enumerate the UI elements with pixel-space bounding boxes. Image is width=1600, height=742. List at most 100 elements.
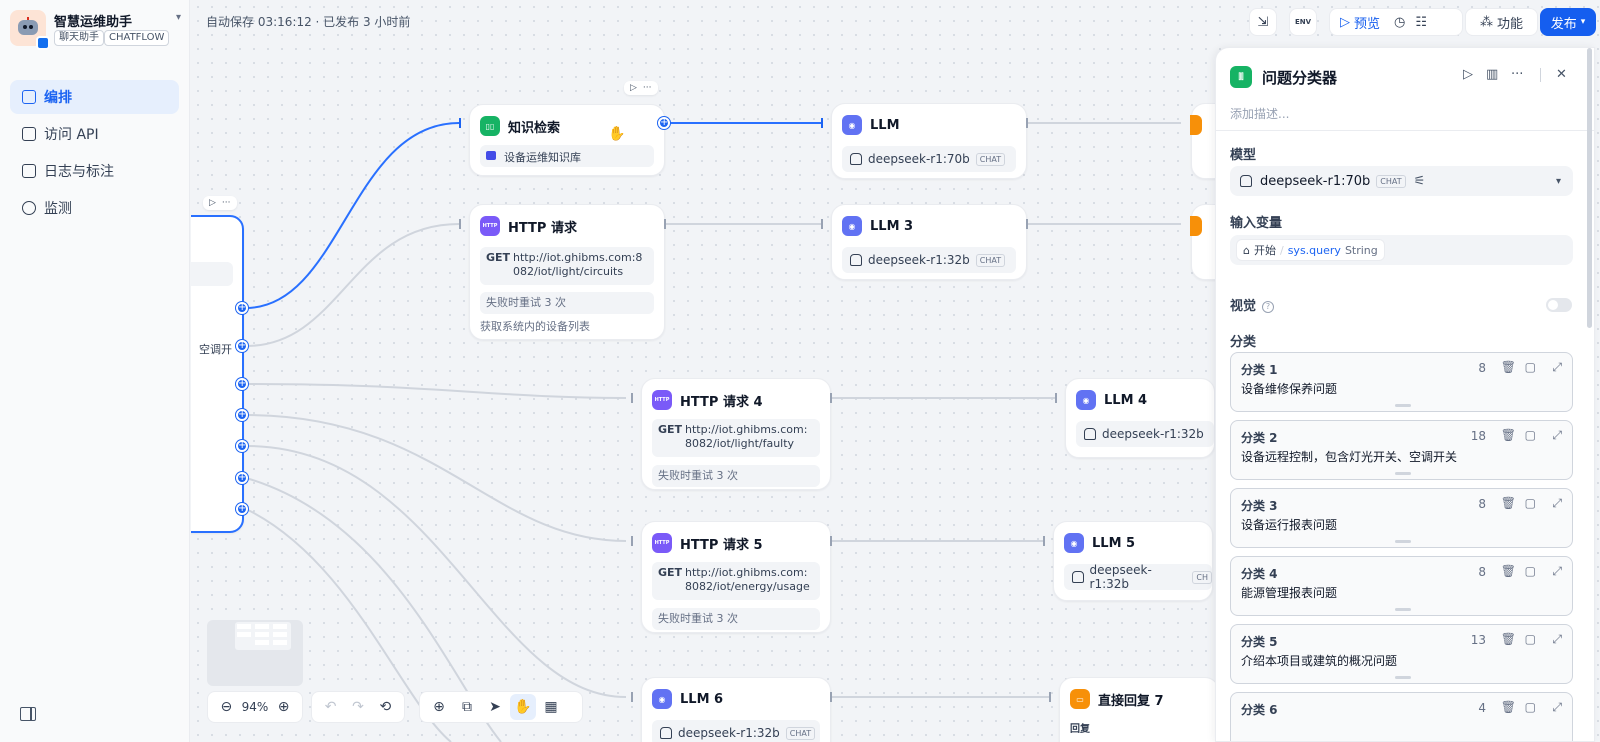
sidebar-item-orchestrate[interactable]: 编排 [10,80,179,114]
description-input[interactable]: 添加描述... [1230,107,1290,121]
class-text[interactable]: 设备维修保养问题 [1241,382,1338,396]
clipboard-icon[interactable]: ▢ [1524,700,1536,714]
zoom-in-icon[interactable]: ⊕ [277,699,290,715]
settings-sliders-icon[interactable]: ⚟ [1413,173,1426,189]
add-node-handle[interactable]: + [236,378,248,390]
organize-icon[interactable]: ▦ [544,699,558,715]
class-item[interactable]: 分类 1 8 🗑 ▢ ⤢ 设备维修保养问题 [1230,352,1573,412]
trash-icon[interactable]: 🗑 [1500,632,1516,646]
more-icon[interactable]: ··· [642,83,652,93]
trash-icon[interactable]: 🗑 [1500,700,1516,714]
class-item[interactable]: 分类 2 18 🗑 ▢ ⤢ 设备远程控制，包含灯光开关、空调开关 [1230,420,1573,480]
clipboard-icon[interactable]: ▢ [1524,632,1536,646]
class-text[interactable]: 设备远程控制，包含灯光开关、空调开关 [1241,450,1458,464]
reply-node[interactable]: ▭直接回复 7 回复 [1059,677,1219,742]
sidebar-item-logs[interactable]: 日志与标注 [10,154,179,188]
hand-cursor-icon: ✋ [608,126,626,142]
panel-scrollbar[interactable] [1587,48,1592,328]
more-icon[interactable]: ··· [221,198,231,208]
class-item[interactable]: 分类 4 8 🗑 ▢ ⤢ 能源管理报表问题 [1230,556,1573,616]
llm-node[interactable]: ◉LLM 4 deepseek-r1:32b [1065,378,1215,458]
model-chip: deepseek-r1:32b [1076,421,1214,447]
class-item[interactable]: 分类 6 4 🗑 ▢ ⤢ [1230,692,1573,741]
publish-button[interactable]: 发布▾ [1540,8,1596,36]
sidebar-item-monitor[interactable]: 监测 [10,191,179,225]
minimap[interactable] [207,620,303,686]
history-icon[interactable]: ⟲ [379,699,392,715]
run-history-icon[interactable]: ◷ [1394,14,1406,30]
help-icon[interactable]: ? [1262,300,1275,313]
close-icon[interactable]: ✕ [1556,67,1567,82]
input-variable-field[interactable]: ⌂ 开始 / sys.query String [1230,235,1573,265]
add-node-handle[interactable]: + [658,117,670,129]
add-node-handle[interactable]: + [236,302,248,314]
variable-chip[interactable]: ⌂ 开始 / sys.query String [1236,239,1385,261]
trash-icon[interactable]: 🗑 [1500,496,1516,510]
zoom-level[interactable]: 94% [241,700,269,714]
add-node-icon[interactable]: ⊕ [433,699,445,715]
knowledge-node[interactable]: ▯▯知识检索 设备运维知识库 ✋ [469,104,665,176]
vision-toggle[interactable] [1546,298,1572,312]
clipboard-icon[interactable]: ▢ [1524,496,1536,510]
clipboard-icon[interactable]: ▢ [1524,564,1536,578]
add-node-handle[interactable]: + [236,440,248,452]
sidebar-collapse-icon[interactable] [20,707,36,721]
add-node-handle[interactable]: + [236,503,248,515]
model-name: deepseek-r1:32b [678,726,780,740]
class-text[interactable]: 能源管理报表问题 [1241,586,1338,600]
hand-icon[interactable]: ✋ [510,694,536,720]
model-select[interactable]: deepseek-r1:70b CHAT ⚟ ▾ [1230,166,1573,196]
resize-handle[interactable] [1395,472,1411,475]
add-node-handle[interactable]: + [236,472,248,484]
expand-icon[interactable]: ⤢ [1552,632,1562,646]
resize-handle[interactable] [1395,608,1411,611]
more-icon[interactable]: ··· [1511,67,1524,82]
add-note-icon[interactable]: ⧉ [462,699,472,715]
expand-icon[interactable]: ⤢ [1552,360,1562,374]
clipboard-icon[interactable]: ▢ [1524,360,1536,374]
pointer-icon[interactable]: ➤ [489,699,501,715]
class-item[interactable]: 分类 5 13 🗑 ▢ ⤢ 介绍本项目或建筑的概况问题 [1230,624,1573,684]
resize-handle[interactable] [1395,540,1411,543]
run-icon[interactable]: ▷ [1463,67,1473,82]
trash-icon[interactable]: 🗑 [1500,360,1516,374]
trash-icon[interactable]: 🗑 [1500,428,1516,442]
resize-handle[interactable] [1395,676,1411,679]
import-icon[interactable]: ⇲ [1249,8,1277,36]
run-icon[interactable]: ▷ [630,83,637,93]
resize-handle[interactable] [1395,404,1411,407]
zoom-out-icon[interactable]: ⊖ [220,699,233,715]
folder-icon [486,151,496,160]
chevron-down-icon[interactable]: ▾ [176,12,182,23]
add-node-handle[interactable]: + [236,340,248,352]
expand-icon[interactable]: ⤢ [1552,564,1562,578]
expand-icon[interactable]: ⤢ [1552,428,1562,442]
sidebar-item-api[interactable]: 访问 API [10,117,179,151]
expand-icon[interactable]: ⤢ [1552,700,1562,714]
undo-icon[interactable]: ↶ [324,699,337,715]
variable-source: 开始 [1253,244,1276,257]
classifier-node[interactable]: 空调开 [191,215,244,533]
expand-icon[interactable]: ⤢ [1552,496,1562,510]
env-button[interactable]: ENV [1289,8,1317,36]
class-text[interactable]: 设备运行报表问题 [1241,518,1338,532]
add-node-handle[interactable]: + [236,409,248,421]
app-switcher[interactable]: 智慧运维助手 ▾ 聊天助手 CHATFLOW [10,10,182,50]
class-text[interactable]: 介绍本项目或建筑的概况问题 [1241,654,1398,668]
clipboard-icon[interactable]: ▢ [1524,428,1536,442]
redo-icon[interactable]: ↷ [352,699,364,715]
trash-icon[interactable]: 🗑 [1500,564,1516,578]
features-button[interactable]: ⁂功能 [1465,8,1538,36]
class-item[interactable]: 分类 3 8 🗑 ▢ ⤢ 设备运行报表问题 [1230,488,1573,548]
run-icon[interactable]: ▷ [209,198,216,208]
book-open-icon[interactable]: ▥ [1486,67,1499,82]
checklist-icon[interactable]: ☷ [1415,14,1428,30]
preview-button[interactable]: 预览 [1354,16,1381,32]
